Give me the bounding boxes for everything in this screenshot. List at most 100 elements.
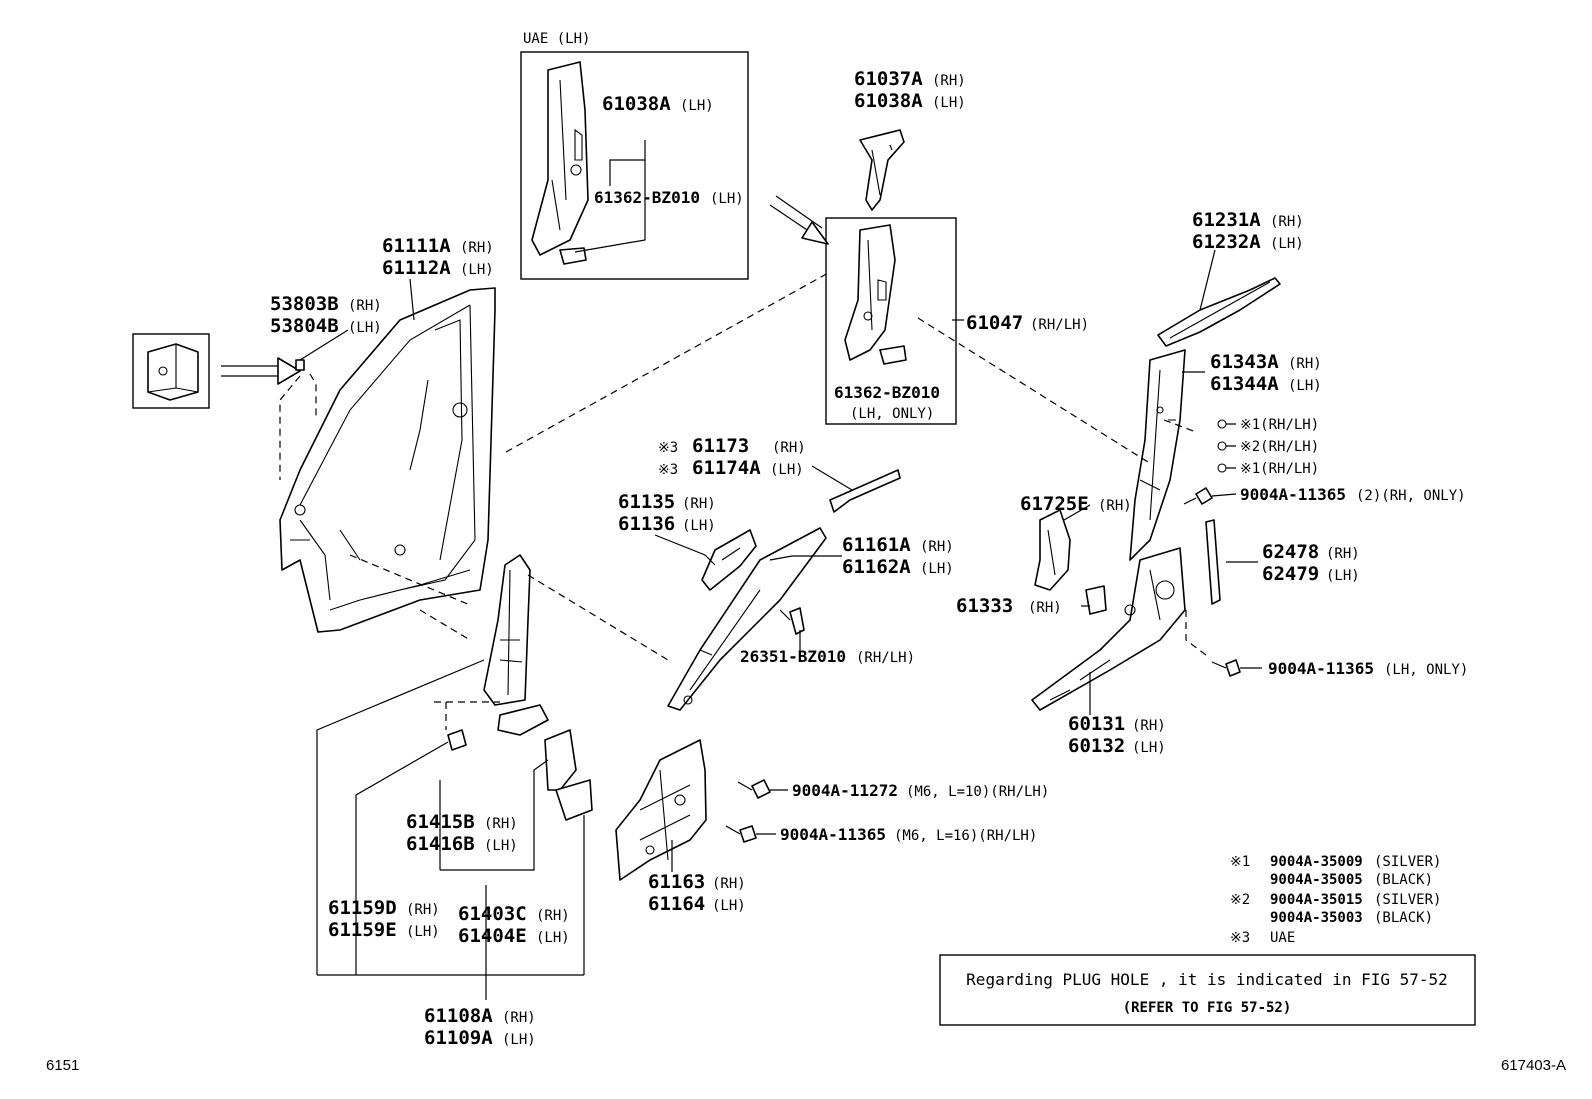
label-60132: 60132 (LH) xyxy=(1068,735,1166,757)
svg-text:(RH): (RH) xyxy=(932,73,966,89)
label-mark2: ※2(RH/LH) xyxy=(1217,439,1319,455)
label-61159d: 61159D (RH) xyxy=(328,897,440,919)
svg-text:61162A: 61162A xyxy=(842,556,911,578)
svg-text:(LH, ONLY): (LH, ONLY) xyxy=(850,406,934,422)
label-60131: 60131 (RH) xyxy=(1068,713,1166,735)
bolt-90045-rh-icon xyxy=(1183,487,1213,505)
label-61344a: 61344A (LH) xyxy=(1210,373,1322,395)
svg-text:(2)(RH, ONLY): (2)(RH, ONLY) xyxy=(1356,488,1466,504)
svg-text:9004A-11272: 9004A-11272 xyxy=(792,781,898,800)
strip-62478-part xyxy=(1205,519,1221,605)
label-26351: 26351-BZ010 (RH/LH) xyxy=(740,647,915,666)
svg-text:UAE (LH): UAE (LH) xyxy=(523,31,590,47)
svg-text:61333: 61333 xyxy=(956,595,1013,617)
svg-text:(RH): (RH) xyxy=(920,539,954,555)
svg-text:53804B: 53804B xyxy=(270,315,339,337)
svg-text:(RH): (RH) xyxy=(406,902,440,918)
plug-hole-notice: Regarding PLUG HOLE , it is indicated in… xyxy=(966,970,1448,1016)
svg-text:(RH): (RH) xyxy=(502,1010,536,1026)
svg-text:61159E: 61159E xyxy=(328,919,397,941)
svg-text:(LH): (LH) xyxy=(682,518,716,534)
svg-text:60131: 60131 xyxy=(1068,713,1125,735)
side-outer-panel-part xyxy=(279,287,496,633)
uae-pillar-part xyxy=(531,61,589,265)
svg-text:61163: 61163 xyxy=(648,871,705,893)
svg-text:61112A: 61112A xyxy=(382,257,451,279)
svg-text:61161A: 61161A xyxy=(842,534,911,556)
label-62478: 62478 (RH) xyxy=(1262,541,1360,563)
svg-text:61403C: 61403C xyxy=(458,903,527,925)
svg-text:9004A-35015: 9004A-35015 xyxy=(1270,892,1363,908)
svg-text:(RH): (RH) xyxy=(348,298,382,314)
clip-icon xyxy=(147,343,199,401)
bolt-11272-icon xyxy=(737,779,771,799)
svg-text:61344A: 61344A xyxy=(1210,373,1279,395)
svg-text:(M6, L=16)(RH/LH): (M6, L=16)(RH/LH) xyxy=(894,828,1037,844)
pillar-61343a-part xyxy=(1129,349,1186,561)
svg-text:(RH): (RH) xyxy=(1288,356,1322,372)
uae-inset-box xyxy=(520,51,749,280)
svg-text:9004A-35005: 9004A-35005 xyxy=(1270,872,1363,888)
dashed-connector xyxy=(1185,610,1211,659)
bracket-61135-part xyxy=(701,529,757,591)
piece-61403c-part xyxy=(497,704,549,736)
label-61135: 61135 (RH) xyxy=(618,491,716,513)
svg-text:61232A: 61232A xyxy=(1192,231,1261,253)
label-61416b: 61416B (LH) xyxy=(406,833,518,855)
svg-text:※3: ※3 xyxy=(1230,930,1250,946)
svg-text:(RH): (RH) xyxy=(682,496,716,512)
svg-text:53803B: 53803B xyxy=(270,293,339,315)
bolt-11365-icon xyxy=(725,825,757,843)
label-61159e: 61159E (LH) xyxy=(328,919,440,941)
svg-text:(RH/LH): (RH/LH) xyxy=(856,650,915,666)
svg-text:(LH): (LH) xyxy=(680,98,714,114)
label-uae-lh: UAE (LH) xyxy=(523,31,590,47)
legend: ※1 9004A-35009 (SILVER) 9004A-35005 (BLA… xyxy=(1230,854,1441,946)
svg-text:61164: 61164 xyxy=(648,893,705,915)
dashed-connector xyxy=(434,701,500,730)
svg-text:61174A: 61174A xyxy=(692,457,761,479)
svg-text:(LH): (LH) xyxy=(1326,568,1360,584)
svg-text:(RH): (RH) xyxy=(484,816,518,832)
footer-right-code: 617403-A xyxy=(1501,1057,1566,1074)
svg-text:61109A: 61109A xyxy=(424,1027,493,1049)
svg-text:26351-BZ010: 26351-BZ010 xyxy=(740,647,846,666)
svg-text:61343A: 61343A xyxy=(1210,351,1279,373)
svg-text:61037A: 61037A xyxy=(854,68,923,90)
label-53804b: 53804B (LH) xyxy=(270,315,382,337)
svg-text:61231A: 61231A xyxy=(1192,209,1261,231)
clip-arrow-icon xyxy=(221,357,301,385)
label-61173: ※3 61173 (RH) xyxy=(658,435,806,457)
svg-text:UAE: UAE xyxy=(1270,930,1295,946)
label-9004a-11365-m6: 9004A-11365 (M6, L=16)(RH/LH) xyxy=(780,825,1037,844)
svg-text:9004A-11365: 9004A-11365 xyxy=(1268,659,1374,678)
svg-text:61404E: 61404E xyxy=(458,925,527,947)
svg-text:※2(RH/LH): ※2(RH/LH) xyxy=(1240,439,1319,455)
svg-text:(RH): (RH) xyxy=(1098,498,1132,514)
svg-text:※3: ※3 xyxy=(658,440,678,456)
svg-text:61111A: 61111A xyxy=(382,235,451,257)
svg-text:(LH): (LH) xyxy=(920,561,954,577)
svg-text:※2: ※2 xyxy=(1230,892,1250,908)
dashed-connector xyxy=(349,554,471,606)
svg-text:(LH): (LH) xyxy=(406,924,440,940)
label-9004a-11365-lh: 9004A-11365 (LH, ONLY) xyxy=(1268,659,1468,678)
svg-text:※1(RH/LH): ※1(RH/LH) xyxy=(1240,417,1319,433)
bracket-61725e-part xyxy=(1034,509,1071,591)
svg-text:(RH): (RH) xyxy=(772,440,806,456)
svg-text:61038A: 61038A xyxy=(854,90,923,112)
bracket-61415b-part xyxy=(544,729,593,821)
svg-text:61159D: 61159D xyxy=(328,897,397,919)
label-61362: 61362-BZ010 (LH, ONLY) xyxy=(834,383,940,422)
svg-text:9004A-11365: 9004A-11365 xyxy=(780,825,886,844)
svg-text:(SILVER): (SILVER) xyxy=(1374,854,1441,870)
svg-text:(LH): (LH) xyxy=(536,930,570,946)
svg-text:(M6, L=10)(RH/LH): (M6, L=10)(RH/LH) xyxy=(906,784,1049,800)
svg-text:61047: 61047 xyxy=(966,312,1023,334)
svg-text:(LH): (LH) xyxy=(484,838,518,854)
svg-text:(RH): (RH) xyxy=(1132,718,1166,734)
svg-text:61135: 61135 xyxy=(618,491,675,513)
svg-text:(SILVER): (SILVER) xyxy=(1374,892,1441,908)
svg-text:(LH): (LH) xyxy=(770,462,804,478)
